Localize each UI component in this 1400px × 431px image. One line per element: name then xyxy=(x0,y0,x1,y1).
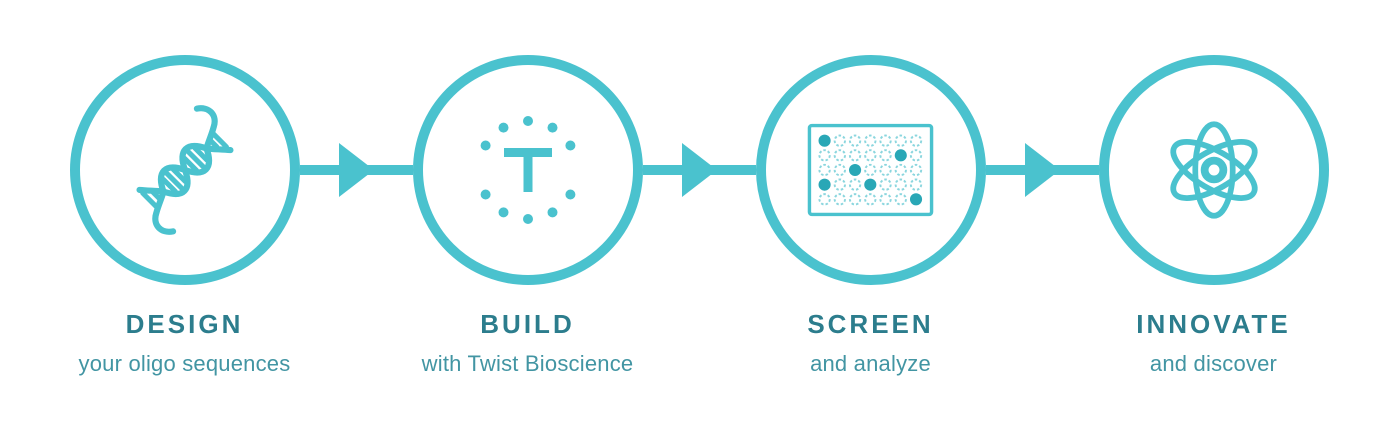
step-screen: SCREEN and analyze xyxy=(699,0,1042,377)
microplate-icon xyxy=(807,123,934,217)
twist-logo-icon xyxy=(480,116,575,224)
step-build-title: BUILD xyxy=(480,309,575,339)
dna-strand-b xyxy=(135,142,234,198)
dna-rungs xyxy=(139,130,229,210)
arrow-connector-3 xyxy=(986,143,1099,197)
atom-nucleus xyxy=(1200,156,1227,184)
step-build: BUILD with Twist Bioscience xyxy=(356,0,699,377)
dna-helix-icon xyxy=(135,105,234,235)
step-design: DESIGN your oligo sequences xyxy=(13,0,356,377)
step-build-circle xyxy=(412,55,643,285)
step-innovate-circle xyxy=(1098,55,1329,285)
microplate-outline xyxy=(807,123,934,217)
atom-icon xyxy=(1169,121,1258,219)
step-design-title: DESIGN xyxy=(125,309,244,339)
step-innovate: INNOVATE and discover xyxy=(1042,0,1385,377)
right-arrow-icon xyxy=(339,143,374,197)
twist-logo-dots xyxy=(480,116,575,224)
step-design-subtitle: your oligo sequences xyxy=(78,351,291,376)
step-screen-title: SCREEN xyxy=(807,309,934,339)
step-build-subtitle: with Twist Bioscience xyxy=(421,351,634,376)
step-innovate-title: INNOVATE xyxy=(1136,309,1291,339)
right-arrow-icon xyxy=(682,143,717,197)
atom-orbits xyxy=(1169,121,1258,219)
step-screen-circle xyxy=(755,55,986,285)
twist-logo-letter-t xyxy=(503,148,552,192)
right-arrow-icon xyxy=(1025,143,1060,197)
arrow-connector-1 xyxy=(300,143,413,197)
step-innovate-subtitle: and discover xyxy=(1149,351,1278,376)
arrow-connector-2 xyxy=(643,143,756,197)
step-design-circle xyxy=(69,55,300,285)
step-screen-subtitle: and analyze xyxy=(810,351,931,376)
